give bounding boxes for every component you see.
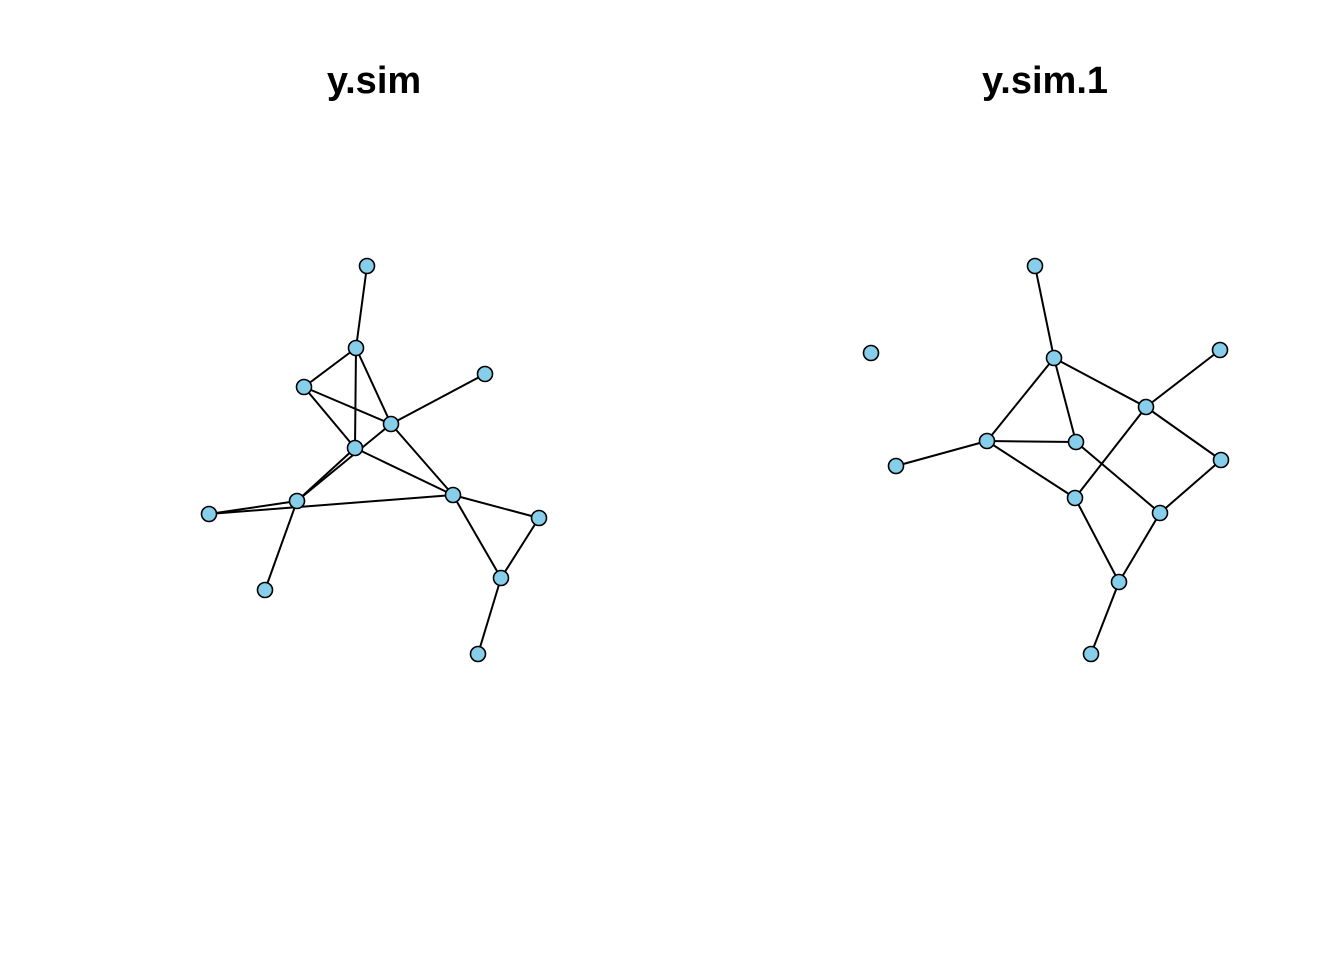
edge-n9-n10 xyxy=(1159,459,1222,514)
edge-n3-n5 xyxy=(303,386,392,425)
edge-n1-n2 xyxy=(355,265,368,349)
node-n12 xyxy=(530,509,548,527)
node-n2 xyxy=(347,339,365,357)
edge-n3-n6 xyxy=(1053,357,1077,443)
edge-n8-n13 xyxy=(452,494,502,579)
node-n10 xyxy=(1151,504,1169,522)
panel-y-sim: y.sim xyxy=(200,60,548,663)
edge-n2-n5 xyxy=(355,347,392,425)
node-n6 xyxy=(1067,433,1085,451)
node-n8 xyxy=(444,486,462,504)
edge-n2-n6 xyxy=(354,347,357,449)
node-n5 xyxy=(382,415,400,433)
panel-title-y-sim-1: y.sim.1 xyxy=(982,60,1108,102)
node-n3 xyxy=(295,378,313,396)
node-n5 xyxy=(978,432,996,450)
node-n1 xyxy=(358,257,376,275)
edge-n6-n10 xyxy=(1075,441,1161,514)
node-n11 xyxy=(887,457,905,475)
node-n1 xyxy=(1026,257,1044,275)
edge-n6-n8 xyxy=(354,447,454,496)
edge-n13-n14 xyxy=(477,577,502,655)
edge-n8-n13 xyxy=(1074,497,1120,583)
edge-n2-n3 xyxy=(303,347,357,388)
edge-n1-n3 xyxy=(1034,265,1055,359)
edge-n13-n14 xyxy=(1090,581,1120,655)
edge-n4-n8 xyxy=(1074,406,1147,499)
node-n8 xyxy=(1066,489,1084,507)
node-n14 xyxy=(469,645,487,663)
node-n4 xyxy=(476,365,494,383)
node-n10 xyxy=(256,581,274,599)
node-n6 xyxy=(346,439,364,457)
panel-title-y-sim: y.sim xyxy=(327,60,421,102)
edge-n7-n11 xyxy=(208,500,298,515)
node-n14 xyxy=(1082,645,1100,663)
node-n7 xyxy=(1211,341,1229,359)
edge-n4-n5 xyxy=(390,373,486,425)
edge-n5-n6 xyxy=(986,440,1077,443)
edge-n8-n9 xyxy=(208,494,454,515)
edge-n10-n13 xyxy=(1118,512,1161,583)
node-n7 xyxy=(288,492,306,510)
edge-n5-n7 xyxy=(296,423,392,502)
edge-n3-n6 xyxy=(303,386,356,449)
node-n2 xyxy=(862,344,880,362)
edge-n4-n7 xyxy=(1145,349,1221,408)
edge-n5-n8 xyxy=(390,423,454,496)
node-n12 xyxy=(1110,573,1128,591)
node-layer xyxy=(200,257,548,663)
edge-n3-n4 xyxy=(1053,357,1147,408)
edge-layer xyxy=(895,265,1222,655)
edge-n6-n7 xyxy=(296,447,356,502)
node-n13 xyxy=(492,569,510,587)
edge-n7-n10 xyxy=(264,500,298,591)
edge-n5-n11 xyxy=(895,440,988,467)
edge-n12-n13 xyxy=(500,517,540,579)
node-n4 xyxy=(1137,398,1155,416)
panel-y-sim-1: y.sim.1 xyxy=(862,60,1230,663)
node-n9 xyxy=(1212,451,1230,469)
edge-n5-n8 xyxy=(986,440,1076,499)
edge-layer xyxy=(208,265,540,655)
node-layer xyxy=(862,257,1230,663)
edge-n3-n5 xyxy=(986,357,1055,442)
edge-n8-n12 xyxy=(452,494,540,519)
node-n3 xyxy=(1045,349,1063,367)
edge-n4-n9 xyxy=(1145,406,1222,461)
node-n9 xyxy=(200,505,218,523)
